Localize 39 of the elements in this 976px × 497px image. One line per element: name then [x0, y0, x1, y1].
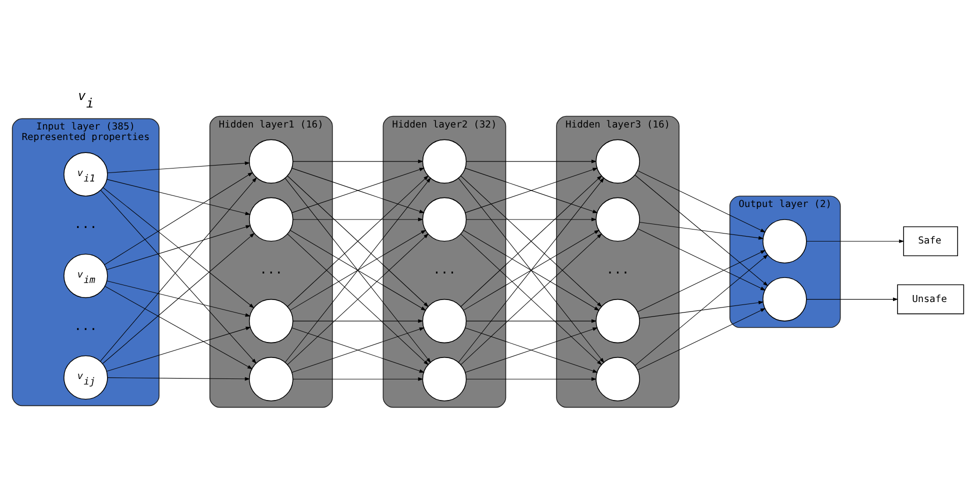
label: ... [74, 318, 98, 334]
arrow [639, 222, 764, 240]
arrow [102, 232, 255, 364]
arrow [102, 187, 254, 308]
arrow [466, 377, 597, 381]
arrow [292, 218, 424, 222]
arrow [284, 178, 431, 363]
arrow [466, 160, 597, 164]
arrow [634, 174, 768, 286]
label: ... [259, 262, 283, 278]
arrow [106, 225, 251, 270]
arrow [637, 308, 766, 370]
arrow [466, 218, 597, 222]
arrow [107, 161, 250, 174]
node-box: Unsafe [897, 284, 964, 314]
arrow [292, 377, 424, 381]
arrow [806, 239, 904, 244]
arrow [639, 300, 764, 319]
cluster: Output layer (2) [729, 196, 841, 328]
label: ... [432, 262, 456, 278]
arrow [637, 250, 766, 312]
label: ... [74, 217, 98, 232]
arrow [106, 179, 250, 216]
arrow [104, 286, 253, 370]
arrow [806, 297, 898, 302]
node-label: Represented properties [22, 132, 150, 144]
node-box: Safe [903, 226, 958, 256]
label: ... [606, 262, 630, 278]
arrow [637, 170, 766, 232]
arrow [458, 178, 604, 363]
arrow [292, 160, 424, 164]
arrow [104, 172, 254, 266]
arrow [106, 280, 250, 317]
arrow [637, 228, 766, 290]
arrow [107, 377, 250, 381]
arrow [106, 326, 251, 372]
arrow [634, 254, 768, 366]
arrow [292, 319, 424, 323]
arrow [466, 319, 597, 323]
